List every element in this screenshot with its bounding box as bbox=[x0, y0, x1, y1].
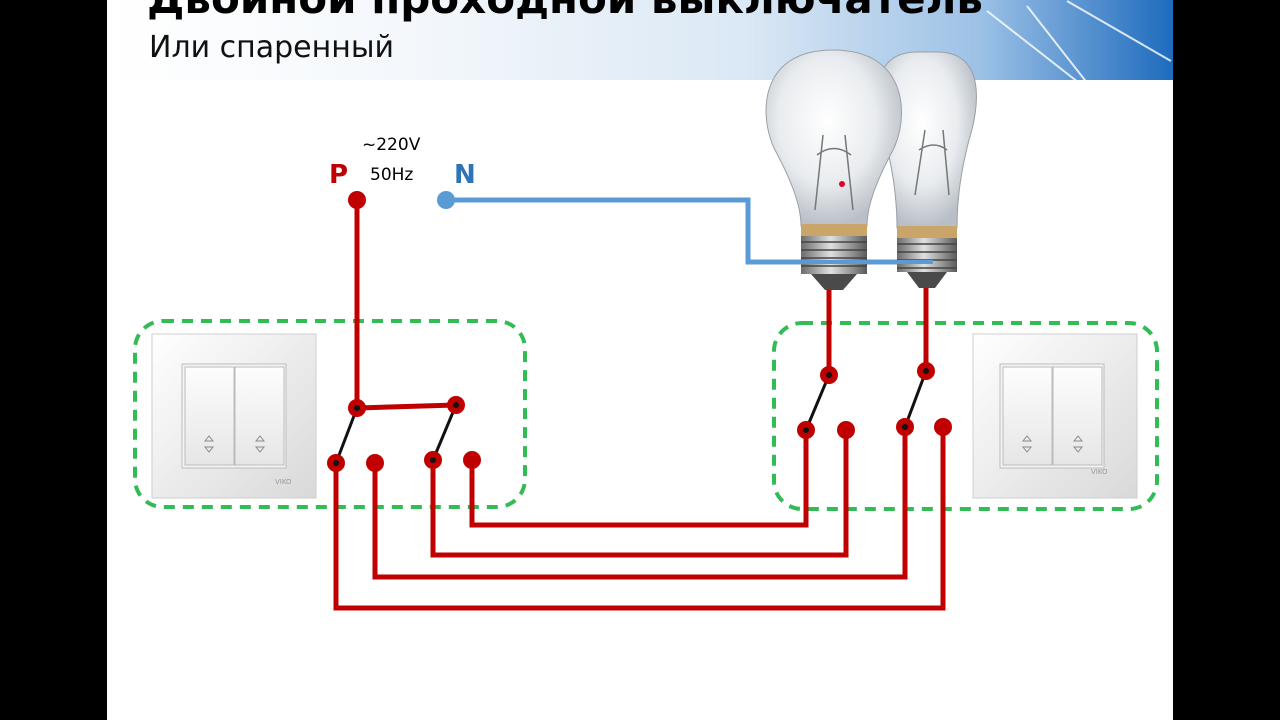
switch-levers bbox=[334, 370, 928, 464]
right-switch: VIKO bbox=[972, 333, 1138, 499]
incandescent-bulb-icon bbox=[877, 51, 977, 288]
traveler-wire-2 bbox=[430, 430, 849, 558]
phase-wires bbox=[333, 200, 946, 611]
left-switch-box-outline bbox=[133, 319, 527, 509]
right-lever-1 bbox=[804, 374, 831, 431]
up-down-arrow-icon bbox=[203, 435, 215, 453]
left-lever-1 bbox=[334, 407, 359, 464]
wiring-diagram: VIKO VIKO bbox=[133, 49, 1159, 611]
frequency-label: 50Hz bbox=[370, 165, 413, 185]
right-lever-2 bbox=[903, 370, 928, 428]
left-switch-brand: VIKO bbox=[275, 478, 292, 486]
neutral-label: N bbox=[454, 160, 476, 190]
up-down-arrow-icon bbox=[1021, 435, 1033, 453]
right-switch-box-outline bbox=[772, 321, 1159, 511]
slide-subtitle: Или спаренный bbox=[149, 30, 395, 65]
incandescent-bulb-icon bbox=[765, 49, 902, 290]
neutral-terminal bbox=[437, 191, 455, 209]
left-switch-key-2 bbox=[234, 366, 285, 466]
voltage-label: ~220V bbox=[362, 135, 421, 155]
traveler-wire-1 bbox=[469, 430, 809, 528]
up-down-arrow-icon bbox=[1072, 435, 1084, 453]
right-switch-key-1 bbox=[1002, 366, 1053, 466]
phase-label: P bbox=[329, 160, 348, 190]
phase-bridge-wire bbox=[356, 402, 457, 411]
right-switch-brand: VIKO bbox=[1091, 468, 1108, 476]
up-down-arrow-icon bbox=[254, 435, 266, 453]
traveler-wire-4 bbox=[333, 427, 946, 611]
slide-title: Двойной проходной выключатель bbox=[147, 0, 983, 23]
traveler-wire-3 bbox=[372, 427, 908, 580]
title-banner: Двойной проходной выключатель Или спарен… bbox=[107, 0, 1173, 80]
left-lever-2 bbox=[431, 404, 458, 461]
slide: Двойной проходной выключатель Или спарен… bbox=[107, 0, 1173, 720]
left-switch: VIKO bbox=[151, 333, 317, 499]
right-switch-key-2 bbox=[1052, 366, 1103, 466]
left-switch-key-1 bbox=[184, 366, 235, 466]
phase-terminal bbox=[348, 191, 366, 209]
